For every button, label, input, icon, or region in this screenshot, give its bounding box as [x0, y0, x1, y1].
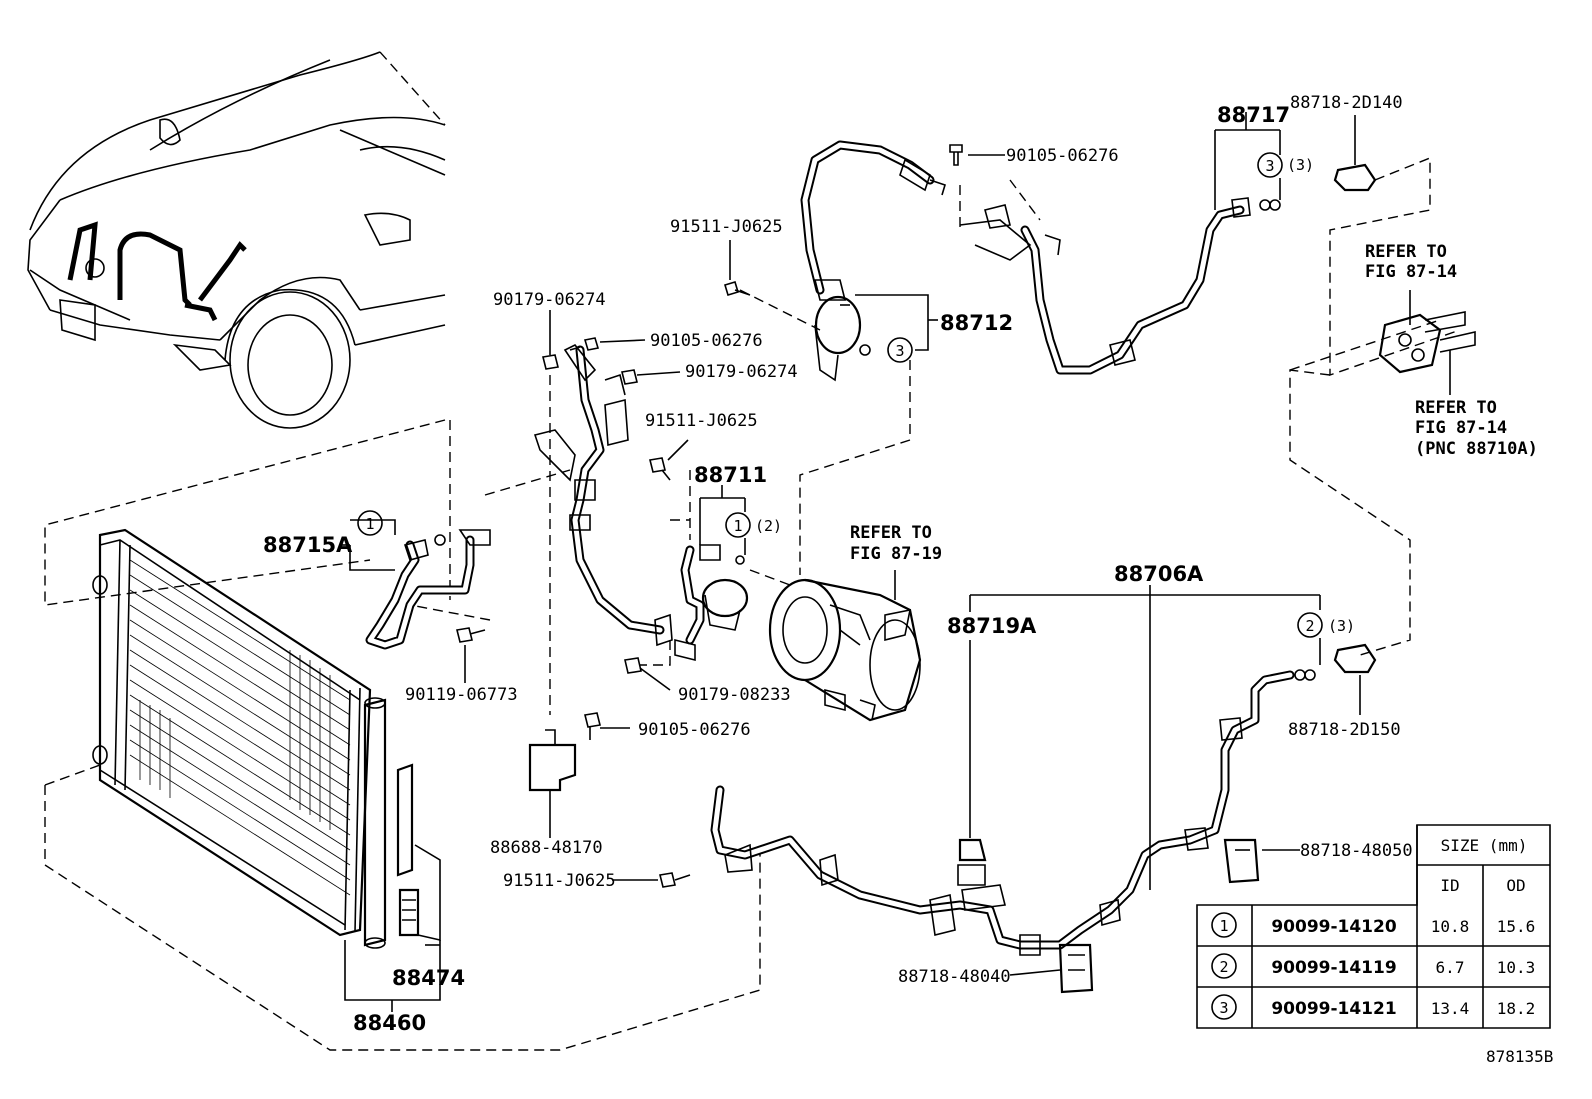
figure-code: 878135B — [1486, 1047, 1553, 1066]
marker-3-upper: 3 — [1265, 157, 1274, 175]
qty-label-2: (2) — [755, 517, 782, 535]
dashed-leaders — [44, 51, 1461, 1051]
label-91511-a: 91511-J0625 — [670, 217, 783, 237]
label-88688: 88688-48170 — [490, 838, 603, 858]
circle-markers — [357, 152, 1323, 638]
label-88474: 88474 — [392, 966, 465, 990]
size-row-od: 18.2 — [1497, 999, 1536, 1018]
size-row-id: 6.7 — [1436, 958, 1465, 977]
refer-2-line2: FIG 87-14 — [1415, 418, 1507, 438]
size-row-mark: 2 — [1219, 958, 1228, 976]
label-90179-08233: 90179-08233 — [678, 685, 791, 705]
condenser-88460 — [92, 528, 441, 949]
size-row-mark: 3 — [1219, 999, 1228, 1017]
car-illustration — [27, 51, 446, 429]
qty-label-3a: (3) — [1287, 156, 1314, 174]
label-88718-2d140: 88718-2D140 — [1290, 93, 1403, 113]
size-table-header: SIZE (mm) — [1441, 836, 1528, 855]
size-row-part: 90099-14120 — [1271, 917, 1397, 937]
size-table — [1196, 824, 1551, 1029]
refer-3-line2: FIG 87-19 — [850, 544, 942, 564]
qty-label-3b: (3) — [1328, 617, 1355, 635]
label-88718-48040: 88718-48040 — [898, 967, 1011, 987]
label-88718-2d150: 88718-2D150 — [1288, 720, 1401, 740]
size-row-mark: 1 — [1219, 917, 1228, 935]
refer-2-line3: (PNC 88710A) — [1415, 439, 1538, 459]
label-90105-c: 90105-06276 — [638, 720, 751, 740]
label-88715a: 88715A — [263, 533, 353, 557]
label-91511-c: 91511-J0625 — [503, 871, 616, 891]
size-row-id: 10.8 — [1431, 917, 1470, 936]
size-row-part: 90099-14121 — [1271, 999, 1396, 1019]
label-88712: 88712 — [940, 311, 1013, 335]
size-row-part: 90099-14119 — [1271, 958, 1396, 978]
part-labels: 88717 88718-2D140 90105-06276 91511-J062… — [263, 93, 1553, 1066]
label-90105-a: 90105-06276 — [1006, 146, 1119, 166]
size-table-col-id: ID — [1440, 876, 1459, 895]
label-90179-a: 90179-06274 — [493, 290, 606, 310]
label-90105-b: 90105-06276 — [650, 331, 763, 351]
marker-1-88711: 1 — [733, 517, 742, 535]
label-88706a: 88706A — [1114, 562, 1204, 586]
label-90119: 90119-06773 — [405, 685, 518, 705]
label-88460: 88460 — [353, 1011, 426, 1035]
size-table-col-od: OD — [1506, 876, 1525, 895]
refer-2-line1: REFER TO — [1415, 398, 1497, 418]
refer-1-line1: REFER TO — [1365, 242, 1447, 262]
fasteners — [434, 144, 1476, 994]
size-table-text: SIZE (mm) ID OD 1 90099-14120 10.8 15.6 … — [1219, 836, 1535, 1019]
refer-1-line2: FIG 87-14 — [1365, 262, 1457, 282]
refer-notes: REFER TO FIG 87-14 REFER TO FIG 87-14 (P… — [850, 242, 1538, 564]
marker-3-88712: 3 — [895, 342, 904, 360]
label-88719a: 88719A — [947, 614, 1037, 638]
label-91511-b: 91511-J0625 — [645, 411, 758, 431]
marker-2-88706a: 2 — [1305, 617, 1314, 635]
pipes — [365, 140, 1316, 956]
label-88718-48050: 88718-48050 — [1300, 841, 1413, 861]
label-88717: 88717 — [1217, 103, 1290, 127]
leader-lines — [340, 112, 1451, 1012]
refer-3-line1: REFER TO — [850, 523, 932, 543]
label-88711: 88711 — [694, 463, 767, 487]
compressor — [768, 578, 922, 722]
marker-1-88715a: 1 — [365, 515, 374, 533]
size-row-od: 10.3 — [1497, 958, 1536, 977]
size-row-id: 13.4 — [1431, 999, 1470, 1018]
size-row-od: 15.6 — [1497, 917, 1536, 936]
label-90179-b: 90179-06274 — [685, 362, 798, 382]
